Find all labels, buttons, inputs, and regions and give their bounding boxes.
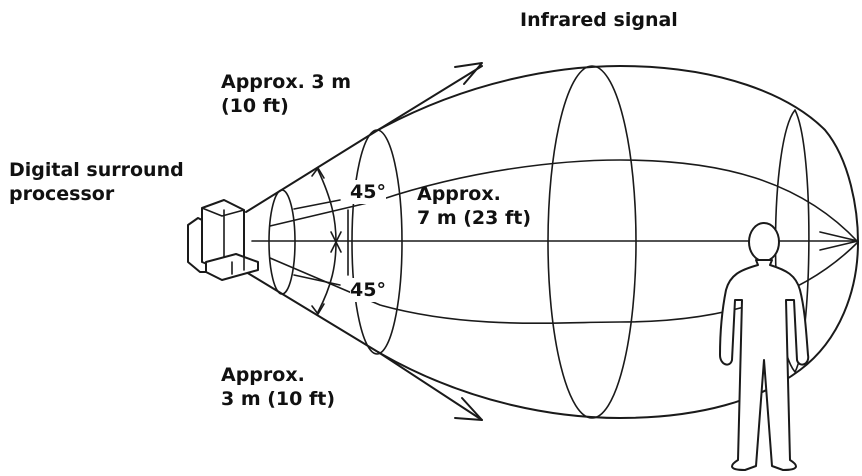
- beam-upper-edge: [245, 65, 859, 243]
- bottom-range-label: Approx. 3 m (10 ft): [221, 363, 335, 411]
- bottom-range-line2: 3 m (10 ft): [221, 388, 336, 410]
- top-range-line1: Approx. 3 m: [221, 71, 352, 93]
- lower-range-arrow: [377, 351, 483, 421]
- bottom-range-line1: Approx.: [221, 364, 305, 386]
- top-range-line2: (10 ft): [221, 95, 289, 117]
- range-arrows: [377, 62, 483, 421]
- lower-angle-arrowhead-icon: [311, 303, 325, 315]
- person-figure-icon: [719, 222, 810, 471]
- center-range-line2: 7 m (23 ft): [417, 207, 532, 229]
- infrared-signal-title: Infrared signal: [520, 9, 678, 31]
- center-range-line1: Approx.: [417, 183, 501, 205]
- cross-section-1: [268, 189, 296, 295]
- digital-surround-processor-icon: [187, 199, 259, 281]
- device-label: Digital surround processor: [9, 158, 184, 206]
- top-range-label: Approx. 3 m (10 ft): [221, 70, 351, 118]
- axis-arrowhead-icon: [819, 231, 859, 251]
- device-label-line2: processor: [9, 183, 115, 205]
- upper-arrowhead-icon: [454, 62, 483, 85]
- beam-cross-sections: [268, 65, 810, 419]
- beam-cone-outline: [245, 65, 859, 419]
- lower-angle-arc: [317, 241, 337, 313]
- angle-upper-label: 45°: [350, 180, 386, 204]
- angle-lower-label: 45°: [350, 278, 386, 302]
- lower-angle-leader: [293, 274, 341, 286]
- upper-angle-arc: [317, 169, 337, 243]
- cross-section-2: [351, 129, 403, 355]
- lower-arrowhead-icon: [454, 397, 483, 421]
- device-label-line1: Digital surround: [9, 159, 184, 181]
- cross-section-3: [547, 65, 637, 419]
- upper-angle-arrowhead-icon: [311, 167, 325, 179]
- angle-markers: [293, 167, 349, 315]
- center-range-label: Approx. 7 m (23 ft): [417, 182, 531, 230]
- lower-angle-end-icon: [330, 241, 342, 253]
- upper-range-arrow: [377, 65, 483, 131]
- beam-lower-edge: [245, 241, 859, 419]
- upper-angle-leader: [293, 199, 341, 210]
- beam-upper-contour: [269, 159, 859, 243]
- cross-section-4: [774, 109, 810, 373]
